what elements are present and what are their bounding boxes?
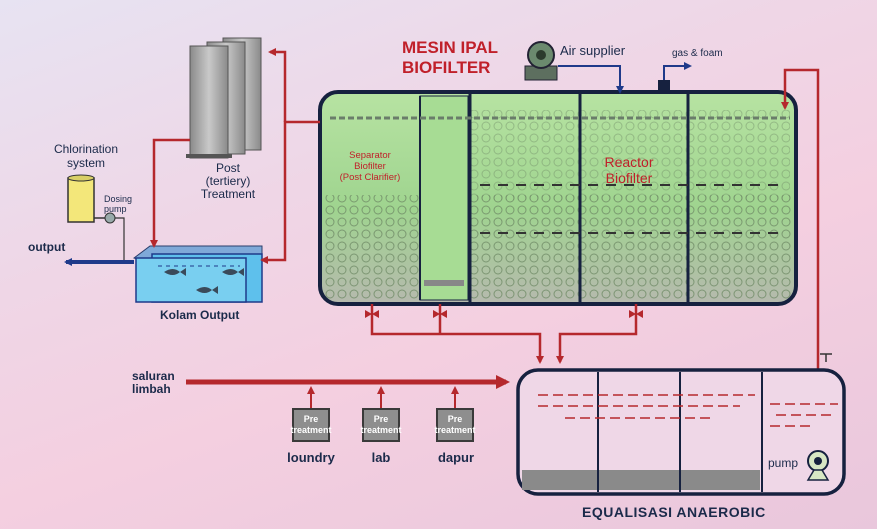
output-label: output	[28, 240, 66, 254]
post-treatment-label: Post (tertiery) Treatment	[200, 161, 256, 201]
diagram-title-line2: BIOFILTER	[402, 58, 491, 77]
source-loundry: loundry	[287, 450, 335, 465]
chlorination-tank	[67, 174, 125, 260]
equalisasi-label: EQUALISASI ANAEROBIC	[582, 504, 766, 520]
diagram-title-line1: MESIN IPAL	[402, 38, 499, 57]
kolam-output-label: Kolam Output	[160, 308, 240, 322]
saluran-limbah-label: saluran limbah	[132, 369, 175, 396]
kolam-output-tank	[132, 245, 263, 303]
source-dapur: dapur	[437, 450, 475, 465]
post-treatment-columns	[186, 37, 262, 159]
air-supplier-label: Air supplier	[560, 43, 626, 58]
air-blower	[524, 41, 558, 81]
chlorination-label: Chlorination system	[53, 142, 119, 170]
pump-icon	[806, 450, 830, 481]
source-lab: lab	[371, 450, 391, 465]
fish-icon	[164, 268, 244, 294]
reactor-label: Reactor Biofilter	[604, 154, 654, 186]
biofilter-tank	[318, 90, 798, 306]
equalisasi-tank	[516, 368, 846, 496]
gas-foam-label: gas & foam	[672, 48, 723, 59]
separator-label: Separator Biofilter (Post Clarifier)	[339, 150, 401, 183]
pump-label: pump	[768, 456, 799, 470]
dosing-pump-label: Dosing pump	[104, 194, 133, 214]
